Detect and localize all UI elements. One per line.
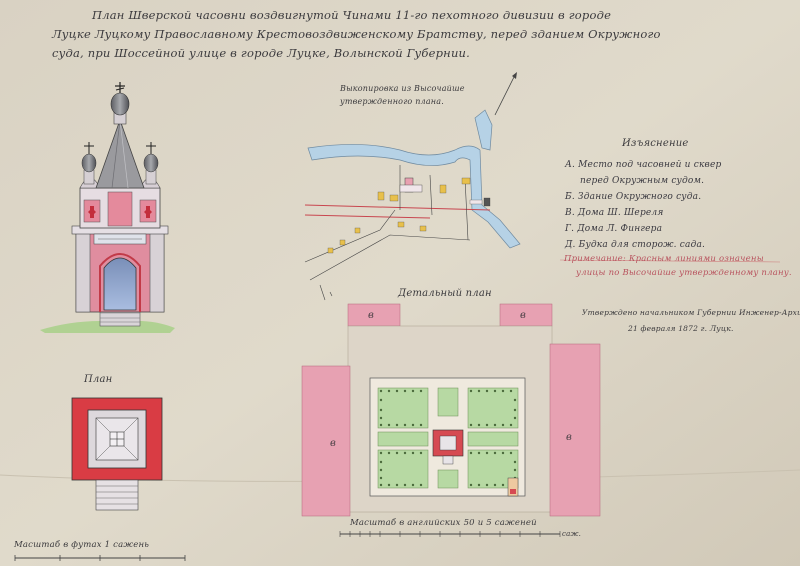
building-letter-1: в [368,310,374,321]
building-right [549,343,601,517]
chapel-arch [103,257,137,311]
grass [40,320,175,333]
site-scale-unit: саж. [562,530,582,538]
building-letter-3: в [330,438,336,449]
legend-note-2: улицы по Высочайше утвержденному плану. [576,268,792,278]
signature-line-1: Утверждено начальником Губернии Инженер-… [582,308,800,317]
chapel-tent-roof [95,118,145,189]
detailed-plan-title: Детальный план [398,288,492,299]
title-line-3: суда, при Шоссейной улице в городе Луцке… [52,46,471,60]
legend-item-3: Б. Здание Окружного суда. [565,192,702,202]
title-line-2: Луцке Луцкому Православному Крестовоздви… [52,27,661,41]
location-plan [304,72,521,301]
chapel-scale-caption: Масштаб в футах 1 сажень [14,540,150,550]
legend-item-4: В. Дома Ш. Шереля [565,208,664,218]
building-letter-2: в [520,310,526,321]
building-left [301,365,351,517]
title-line-1: План Шверской часовни воздвигнутой Чинам… [92,8,612,22]
detailed-plan [301,303,601,537]
legend-note-1: Примечание: Красным линиями означены [564,254,764,264]
legend-item-2: перед Окружным судом. [580,176,705,186]
site-scale-caption: Масштаб в английских 50 и 5 саженей [350,518,537,528]
legend-item-5: Г. Дома Л. Фингера [565,224,663,234]
legend-item-1: А. Место под часовней и сквер [565,160,722,170]
building-top-right [499,303,553,327]
right-dome [143,153,159,173]
legend-item-6: Д. Будка для сторож. сада. [565,240,706,250]
location-plan-title: Выкопировка из Высочайше утвержденного п… [340,84,465,106]
river [307,144,521,249]
central-dome [110,92,130,116]
chapel-plan-steps [95,479,139,511]
guard-hut [507,477,519,497]
chapel-floor-plan [14,397,186,561]
signature-line-2: 21 февраля 1872 г. Луцк. [628,324,734,333]
building-top-left [347,303,401,327]
legend-heading: Изъяснение [622,138,689,149]
left-dome [81,153,97,173]
chapel-elevation [40,82,175,333]
north-arrow-icon [494,74,516,116]
building-letter-4: в [566,432,572,443]
chapel-plan-title: План [84,374,113,385]
